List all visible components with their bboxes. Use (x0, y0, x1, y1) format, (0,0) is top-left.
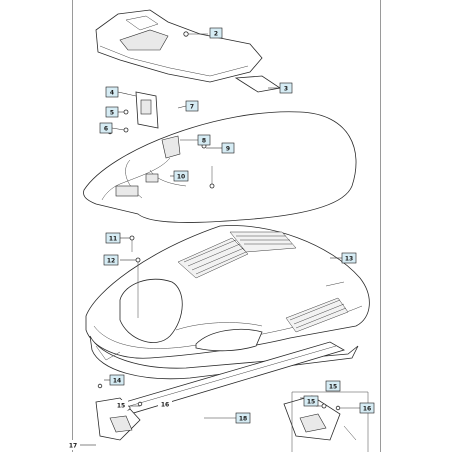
callout-14: 14 (109, 374, 125, 386)
svg-text:4: 4 (110, 90, 114, 97)
svg-text:16: 16 (161, 402, 169, 409)
svg-text:17: 17 (69, 443, 77, 450)
cable-harness-part (101, 135, 215, 201)
svg-text:18: 18 (239, 416, 247, 423)
body-shell-part (85, 225, 370, 359)
callout-16-right: 16 (359, 402, 375, 414)
callout-17: 17 (66, 440, 80, 450)
lower-skirt-part (89, 335, 359, 380)
lid-seal-part (83, 111, 357, 223)
left-handle-part (95, 383, 143, 441)
svg-text:12: 12 (107, 258, 115, 265)
svg-text:15: 15 (307, 399, 315, 406)
fasteners (129, 235, 141, 318)
svg-text:2: 2 (214, 31, 218, 38)
svg-text:13: 13 (345, 256, 353, 263)
callout-16-left: 16 (158, 399, 172, 409)
svg-text:3: 3 (284, 86, 288, 93)
svg-text:11: 11 (109, 236, 117, 243)
svg-text:15: 15 (329, 384, 337, 391)
callout-13: 13 (341, 252, 357, 264)
callout-7: 7 (185, 100, 199, 112)
callout-12: 12 (103, 254, 119, 266)
svg-text:16: 16 (363, 406, 371, 413)
callout-11: 11 (105, 232, 121, 244)
svg-text:9: 9 (226, 146, 230, 153)
callout-10: 10 (173, 170, 189, 182)
svg-text:15: 15 (117, 403, 125, 410)
svg-text:14: 14 (113, 378, 121, 385)
callout-2: 2 (209, 27, 223, 39)
callout-9: 9 (221, 142, 235, 154)
diagram-frame (72, 0, 381, 452)
top-hood-part (95, 9, 282, 93)
callout-18: 18 (235, 412, 251, 424)
callout-3: 3 (279, 82, 293, 94)
svg-text:7: 7 (190, 104, 194, 111)
callout-15-left: 15 (114, 400, 128, 410)
svg-text:5: 5 (110, 110, 114, 117)
svg-text:10: 10 (177, 174, 185, 181)
callout-6: 6 (99, 122, 113, 134)
right-handle-part (283, 395, 357, 441)
callout-5: 5 (105, 106, 119, 118)
callout-15-right-top: 15 (325, 380, 341, 392)
svg-text:8: 8 (202, 138, 206, 145)
callout-4: 4 (105, 86, 119, 98)
callout-15-right: 15 (303, 395, 319, 407)
callout-8: 8 (197, 134, 211, 146)
svg-text:6: 6 (104, 126, 108, 133)
